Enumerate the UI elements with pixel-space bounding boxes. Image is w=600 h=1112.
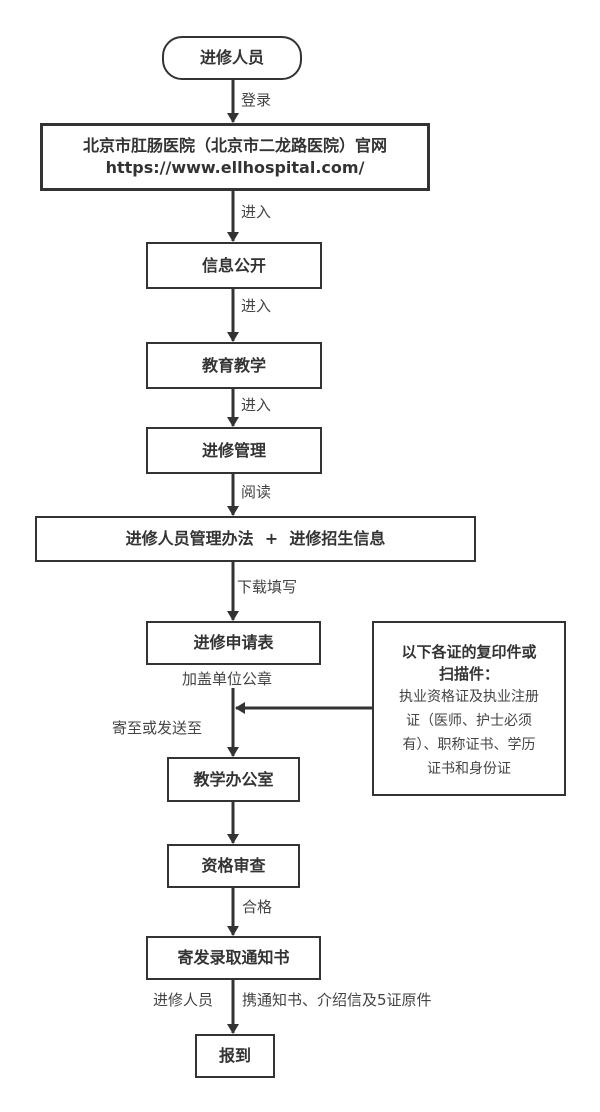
node-website-url: https://www.ellhospital.com/	[105, 158, 365, 177]
edge-label-send: 寄至或发送至	[112, 719, 203, 737]
side-box-title-2: 扫描件：	[438, 665, 499, 683]
node-education: 教育教学	[146, 342, 322, 389]
node-application-form: 进修申请表	[146, 621, 321, 665]
edge-label-download: 下载填写	[237, 578, 298, 596]
node-training-mgmt: 进修管理	[146, 427, 322, 474]
node-website: 北京市肛肠医院（北京市二龙路医院）官网 https://www.ellhospi…	[40, 123, 430, 191]
edge-label-read: 阅读	[241, 483, 272, 501]
side-box-title-1: 以下各证的复印件或	[401, 643, 537, 661]
edge-label-enter-1: 进入	[241, 203, 272, 221]
node-qualification-review-label: 资格审查	[201, 856, 266, 875]
edge-label-trainee: 进修人员	[153, 991, 214, 1009]
node-qualification-review: 资格审查	[167, 844, 300, 888]
node-admission-notice: 寄发录取通知书	[146, 936, 321, 980]
edge-label-stamp: 加盖单位公章	[182, 670, 273, 688]
node-info-public: 信息公开	[146, 242, 322, 289]
node-start: 进修人员	[162, 36, 302, 80]
node-training-mgmt-label: 进修管理	[201, 440, 266, 460]
node-teaching-office-label: 教学办公室	[193, 769, 274, 789]
node-docs: 进修人员管理办法 + 进修招生信息	[35, 516, 476, 562]
side-box-line: 执业资格证及执业注册	[399, 689, 539, 705]
edge-label-login: 登录	[241, 91, 272, 109]
side-box-line: 有）、职称证书、学历	[402, 737, 536, 753]
node-admission-notice-label: 寄发录取通知书	[177, 948, 290, 967]
edge-label-enter-3: 进入	[241, 396, 272, 414]
edge-label-bring: 携通知书、介绍信及5证原件	[242, 991, 432, 1009]
side-box-line: 证书和身份证	[427, 761, 511, 777]
node-info-public-label: 信息公开	[201, 255, 266, 275]
side-box-line: 证（医师、护士必须	[406, 713, 532, 729]
node-website-title: 北京市肛肠医院（北京市二龙路医院）官网	[82, 136, 387, 155]
edge-label-enter-2: 进入	[241, 297, 272, 315]
node-education-label: 教育教学	[201, 355, 266, 375]
side-box-documents: 以下各证的复印件或 扫描件： 执业资格证及执业注册 证（医师、护士必须 有）、职…	[372, 621, 566, 796]
node-docs-label: 进修人员管理办法 + 进修招生信息	[125, 529, 386, 548]
edge-label-pass: 合格	[242, 898, 273, 916]
node-teaching-office: 教学办公室	[167, 757, 300, 802]
node-report: 报到	[195, 1034, 275, 1078]
node-start-label: 进修人员	[199, 48, 264, 67]
node-report-label: 报到	[218, 1046, 251, 1065]
node-application-form-label: 进修申请表	[193, 633, 274, 652]
